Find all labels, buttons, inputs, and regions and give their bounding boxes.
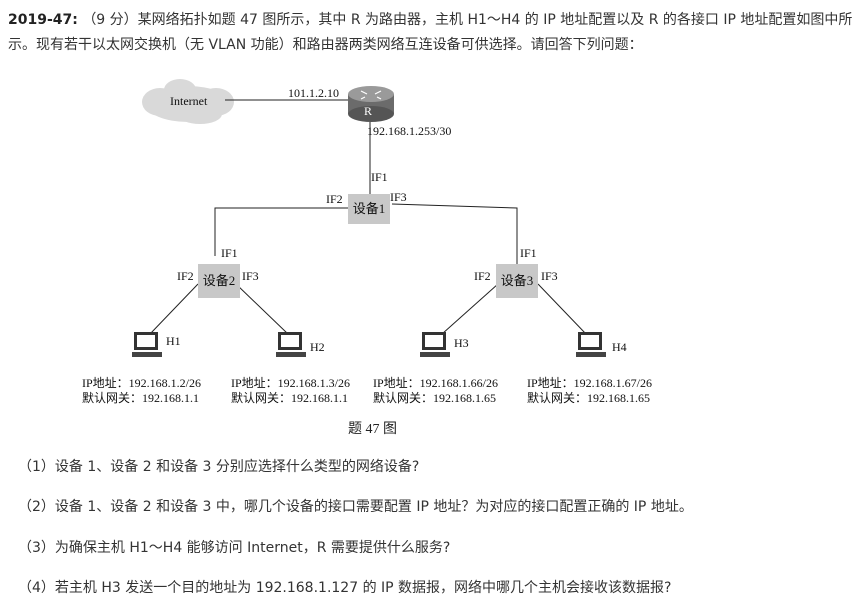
host-h4-computer-icon [576, 332, 606, 357]
sub-question-4: （4）若主机 H3 发送一个目的地址为 192.168.1.127 的 IP 数… [18, 580, 672, 596]
device1-if1-label: IF1 [371, 170, 388, 184]
device3-if2-label: IF2 [474, 269, 491, 283]
device2-if1-label: IF1 [221, 246, 238, 260]
host-h4-gateway: 默认网关：192.168.1.65 [527, 391, 651, 405]
host-h2-computer-icon [276, 332, 306, 357]
router-icon [348, 86, 394, 122]
device1-box: 设备1 [348, 194, 390, 224]
question-year-label: 2019-47: [8, 12, 78, 28]
host-h4-name: H4 [612, 340, 627, 354]
host-h1-name: H1 [166, 334, 181, 348]
device3-box: 设备3 [496, 264, 538, 298]
sub-question-2: （2）设备 1、设备 2 和设备 3 中，哪几个设备的接口需要配置 IP 地址？… [18, 499, 693, 515]
host-h2-ip: IP地址：192.168.1.3/26 [231, 376, 351, 390]
host-h2-gateway: 默认网关：192.168.1.1 [231, 391, 349, 405]
device1-if3-label: IF3 [390, 190, 407, 204]
figure-caption: 题 47 图 [348, 422, 397, 437]
sub-question-3: （3）为确保主机 H1～H4 能够访问 Internet，R 需要提供什么服务? [18, 540, 451, 556]
host-h1-gateway: 默认网关：192.168.1.1 [82, 391, 200, 405]
device3-if1-label: IF1 [520, 246, 537, 260]
device3-if3-label: IF3 [541, 269, 558, 283]
device2-if2-label: IF2 [177, 269, 194, 283]
internet-label: Internet [170, 94, 208, 108]
router-outer-ip-label: 101.1.2.10 [288, 86, 339, 100]
router-label: R [364, 104, 373, 118]
question-header: 2019-47: （9 分）某网络拓扑如题 47 图所示，其中 R 为路由器，主… [8, 8, 858, 58]
sub-question-1: （1）设备 1、设备 2 和设备 3 分别应选择什么类型的网络设备? [18, 459, 420, 475]
host-h1-ip: IP地址：192.168.1.2/26 [82, 376, 202, 390]
device1-if2-label: IF2 [326, 192, 343, 206]
host-h3-gateway: 默认网关：192.168.1.65 [373, 391, 497, 405]
host-h3-computer-icon [420, 332, 450, 357]
host-h3-name: H3 [454, 336, 469, 350]
host-h2-name: H2 [310, 340, 325, 354]
router-inner-ip-label: 192.168.1.253/30 [367, 124, 452, 138]
host-h1-computer-icon [132, 332, 162, 357]
host-h3-ip: IP地址：192.168.1.66/26 [373, 376, 499, 390]
host-h4-ip: IP地址：192.168.1.67/26 [527, 376, 653, 390]
network-topology-figure: Internet 101.1.2.10 R 192.168.1.253/30 I… [80, 76, 700, 446]
topology-lines [132, 79, 606, 357]
question-stem: （9 分）某网络拓扑如题 47 图所示，其中 R 为路由器，主机 H1～H4 的… [8, 12, 853, 53]
internet-cloud-icon [142, 79, 234, 124]
device2-box: 设备2 [198, 264, 240, 298]
device2-if3-label: IF3 [242, 269, 259, 283]
